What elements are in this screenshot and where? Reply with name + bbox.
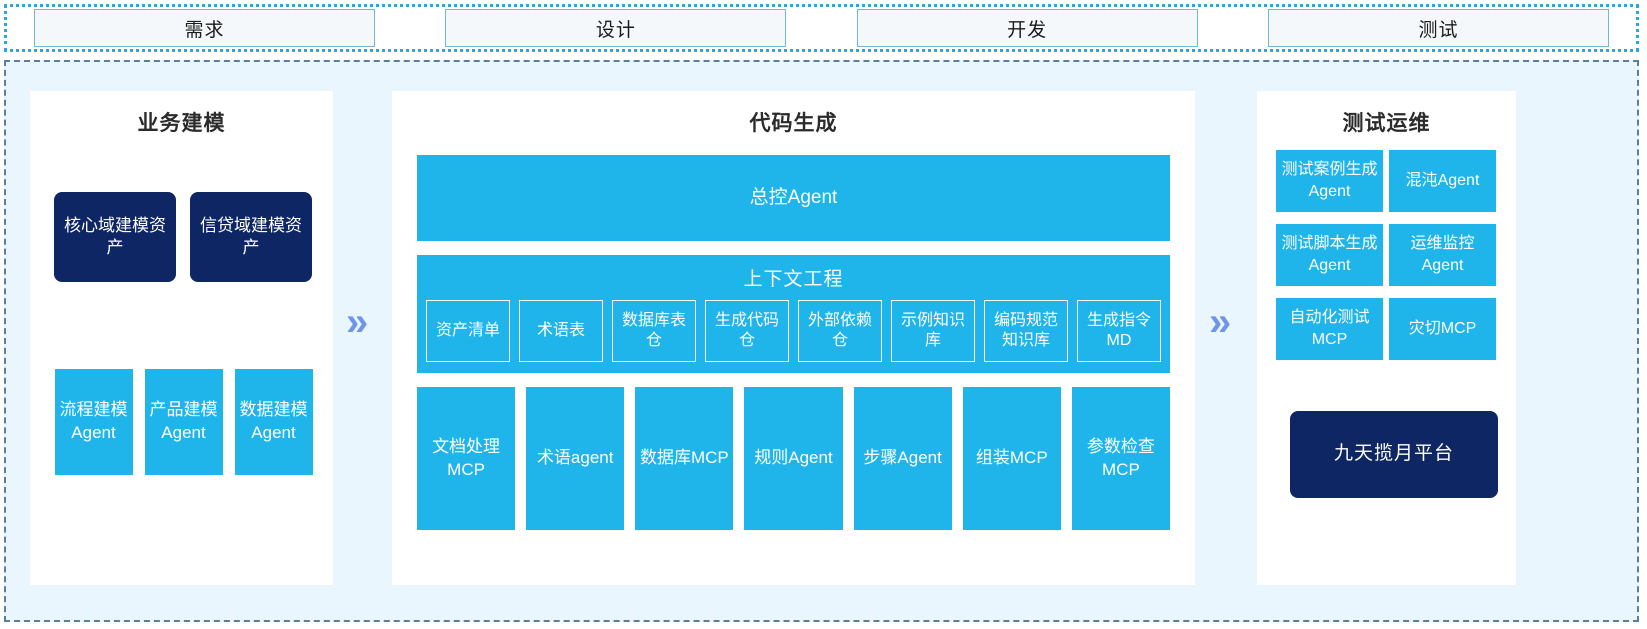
chaos-agent[interactable]: 混沌Agent: [1389, 150, 1496, 212]
phase-box-design[interactable]: 设计: [445, 9, 787, 47]
agent-product-modeling[interactable]: 产品建模Agent: [144, 369, 223, 475]
tool-parameter-check-mcp[interactable]: 参数检查MCP: [1071, 387, 1170, 530]
context-item-asset-list[interactable]: 资产清单: [426, 300, 510, 362]
master-agent-bar[interactable]: 总控Agent: [417, 155, 1170, 241]
platform-box[interactable]: 九天揽月平台: [1290, 411, 1498, 498]
tool-database-mcp[interactable]: 数据库MCP: [635, 387, 734, 530]
chevron-right-icon: »: [346, 300, 369, 344]
phase-box-development[interactable]: 开发: [856, 9, 1198, 47]
panel-code-generation: 代码生成 总控Agent 上下文工程 资产清单 术语表 数据库表仓 生成代码仓 …: [392, 91, 1195, 585]
asset-credit-domain[interactable]: 信贷域建模资产: [190, 192, 312, 282]
context-engineering-block: 上下文工程 资产清单 术语表 数据库表仓 生成代码仓 外部依赖仓 示例知识库 编…: [417, 255, 1170, 373]
context-item-glossary[interactable]: 术语表: [519, 300, 603, 362]
context-item-db-table-repo[interactable]: 数据库表仓: [612, 300, 696, 362]
context-item-coding-standard-knowledge-base[interactable]: 编码规范知识库: [984, 300, 1068, 362]
panel-title-testing-operations: 测试运维: [1342, 112, 1431, 135]
context-item-generated-code-repo[interactable]: 生成代码仓: [705, 300, 789, 362]
agent-process-modeling[interactable]: 流程建模Agent: [54, 369, 133, 475]
panel-title-business-modeling: 业务建模: [137, 112, 226, 135]
phase-label: 测试: [1418, 19, 1459, 41]
tool-step-agent[interactable]: 步骤Agent: [853, 387, 952, 530]
ops-monitoring-agent[interactable]: 运维监控Agent: [1389, 224, 1496, 286]
context-item-generation-instruction-md[interactable]: 生成指令MD: [1077, 300, 1161, 362]
agent-data-modeling[interactable]: 数据建模Agent: [234, 369, 313, 475]
context-engineering-title: 上下文工程: [743, 269, 844, 290]
phase-label: 设计: [595, 19, 636, 41]
context-item-example-knowledge-base[interactable]: 示例知识库: [891, 300, 975, 362]
automated-test-mcp[interactable]: 自动化测试MCP: [1276, 298, 1383, 360]
test-script-generation-agent[interactable]: 测试脚本生成Agent: [1276, 224, 1383, 286]
context-item-list: 资产清单 术语表 数据库表仓 生成代码仓 外部依赖仓 示例知识库 编码规范知识库…: [417, 291, 1170, 362]
panel-business-modeling: 业务建模 核心域建模资产 信贷域建模资产 流程建模Agent 产品建模Agent…: [30, 91, 333, 585]
asset-core-domain[interactable]: 核心域建模资产: [54, 192, 176, 282]
business-asset-group: 核心域建模资产 信贷域建模资产: [54, 192, 313, 282]
tool-row: 文档处理MCP 术语agent 数据库MCP 规则Agent 步骤Agent 组…: [417, 387, 1170, 530]
panel-testing-operations: 测试运维 测试案例生成Agent 混沌Agent 测试脚本生成Agent 运维监…: [1257, 91, 1516, 585]
tool-glossary-agent[interactable]: 术语agent: [526, 387, 625, 530]
phase-strip: 需求 设计 开发 测试: [4, 4, 1639, 52]
phase-label: 需求: [184, 19, 225, 41]
chevron-right-icon: »: [1209, 300, 1232, 344]
panel-title-code-generation: 代码生成: [749, 112, 838, 135]
testing-ops-grid: 测试案例生成Agent 混沌Agent 测试脚本生成Agent 运维监控Agen…: [1276, 150, 1496, 360]
phase-label: 开发: [1007, 19, 1048, 41]
phase-box-testing[interactable]: 测试: [1267, 9, 1609, 47]
business-agent-group: 流程建模Agent 产品建模Agent 数据建模Agent: [46, 369, 321, 475]
main-region: 业务建模 核心域建模资产 信贷域建模资产 流程建模Agent 产品建模Agent…: [4, 60, 1639, 622]
testcase-generation-agent[interactable]: 测试案例生成Agent: [1276, 150, 1383, 212]
tool-document-processing-mcp[interactable]: 文档处理MCP: [417, 387, 516, 530]
phase-box-requirements[interactable]: 需求: [34, 9, 375, 47]
tool-assembly-mcp[interactable]: 组装MCP: [962, 387, 1061, 530]
context-item-external-dependency-repo[interactable]: 外部依赖仓: [798, 300, 882, 362]
tool-rule-agent[interactable]: 规则Agent: [744, 387, 843, 530]
disaster-switch-mcp[interactable]: 灾切MCP: [1389, 298, 1496, 360]
